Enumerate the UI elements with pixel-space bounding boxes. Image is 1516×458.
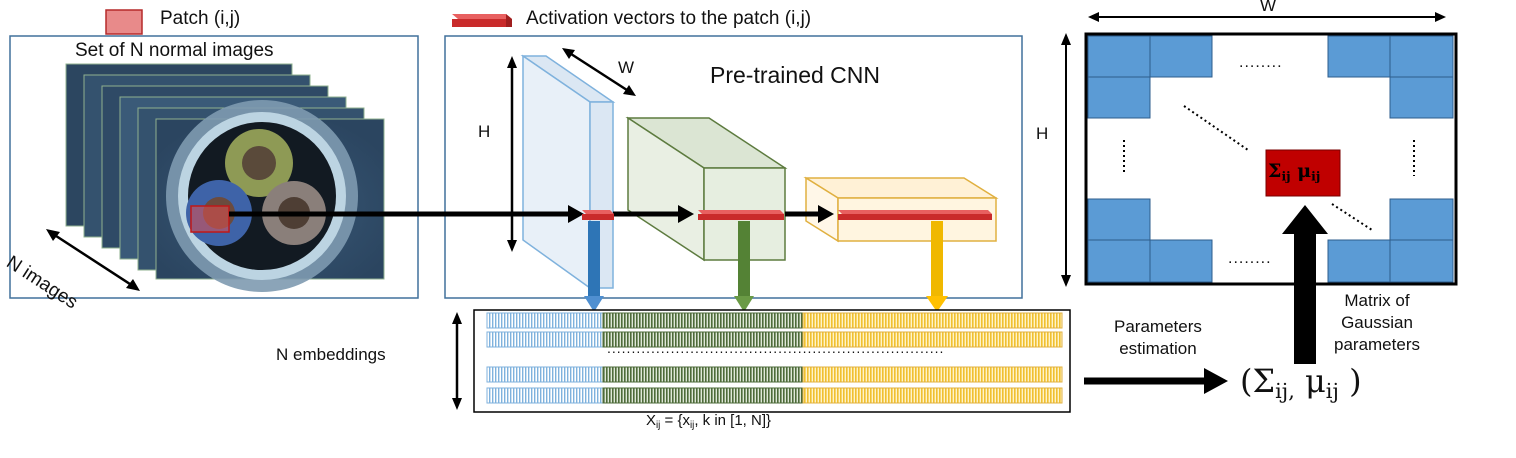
- matrix-center-cell: [1265, 149, 1341, 197]
- embeddings-dots: ........................................…: [607, 340, 945, 356]
- cnn-h-label: H: [478, 122, 491, 141]
- activation-legend-label: Activation vectors to the patch (i,j): [526, 8, 812, 29]
- matrix-center-label: Σij μij: [1268, 160, 1321, 184]
- down-arrow-yellow: [926, 221, 948, 312]
- activation-bar-2: [698, 210, 784, 220]
- gaussian-params-result: (Σij, μij ): [1240, 362, 1362, 404]
- n-embeddings-arrow: [452, 312, 462, 410]
- cnn-panel-title: Pre-trained CNN: [710, 62, 880, 88]
- gaussian-up-arrow: [1294, 232, 1316, 364]
- matrix-blue-cells: [1087, 35, 1454, 283]
- matrix-w-label: W: [1260, 0, 1277, 15]
- patch-legend-label: Patch (i,j): [160, 8, 241, 29]
- matrix-dots-bottom: ........: [1228, 250, 1272, 267]
- matrix-h-arrow: [1061, 33, 1071, 287]
- matrix-caption: Matrix of Gaussian parameters: [1334, 291, 1420, 354]
- n-embeddings-label: N embeddings: [276, 345, 386, 364]
- cnn-layer-3: [803, 176, 999, 243]
- activation-bar-1: [582, 210, 614, 220]
- patch-box: [190, 205, 230, 233]
- matrix-h-label: H: [1036, 124, 1049, 143]
- embedding-rows: [486, 312, 1063, 404]
- image-stack: [65, 63, 385, 292]
- patch-legend-swatch: [105, 9, 143, 35]
- activation-bar-3: [838, 210, 992, 220]
- cnn-w-arrow: [562, 48, 636, 96]
- embeddings-formula: Xij = {xij, k in [1, N]}: [646, 412, 772, 431]
- parameters-estimation-label: Parameters estimation: [1114, 317, 1202, 358]
- cnn-layer-1: [520, 54, 616, 290]
- cnn-w-label: W: [618, 58, 635, 77]
- activation-legend-swatch: [452, 14, 512, 27]
- matrix-dots-top: ........: [1239, 54, 1283, 71]
- matrix-w-arrow: [1088, 12, 1446, 22]
- down-arrow-blue: [584, 221, 604, 312]
- images-panel-title: Set of N normal images: [75, 40, 274, 61]
- n-images-arrow: [46, 229, 140, 291]
- down-arrow-green: [734, 221, 754, 312]
